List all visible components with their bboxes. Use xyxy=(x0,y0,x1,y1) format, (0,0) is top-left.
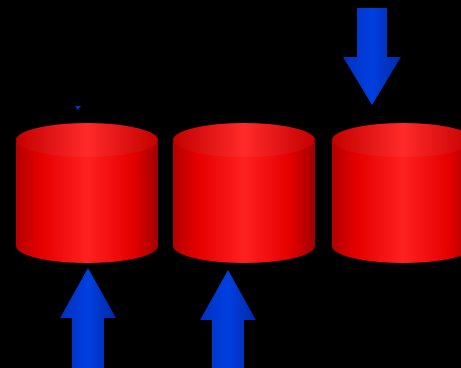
cylinder-icon xyxy=(332,123,461,263)
cylinder-1-body xyxy=(16,142,158,263)
blue-speck xyxy=(75,106,81,110)
arrow-down-icon xyxy=(343,8,401,105)
arrow-up-icon xyxy=(60,268,116,368)
cylinder-1-top xyxy=(16,123,158,157)
cylinder-2-body xyxy=(173,142,315,263)
cylinder-icon xyxy=(16,123,158,263)
cylinder-3-body xyxy=(332,142,461,263)
cylinder-3-top xyxy=(332,123,461,157)
cylinder-2-top xyxy=(173,123,315,157)
cylinder-icon xyxy=(173,123,315,263)
arrow-up-icon xyxy=(200,270,256,368)
